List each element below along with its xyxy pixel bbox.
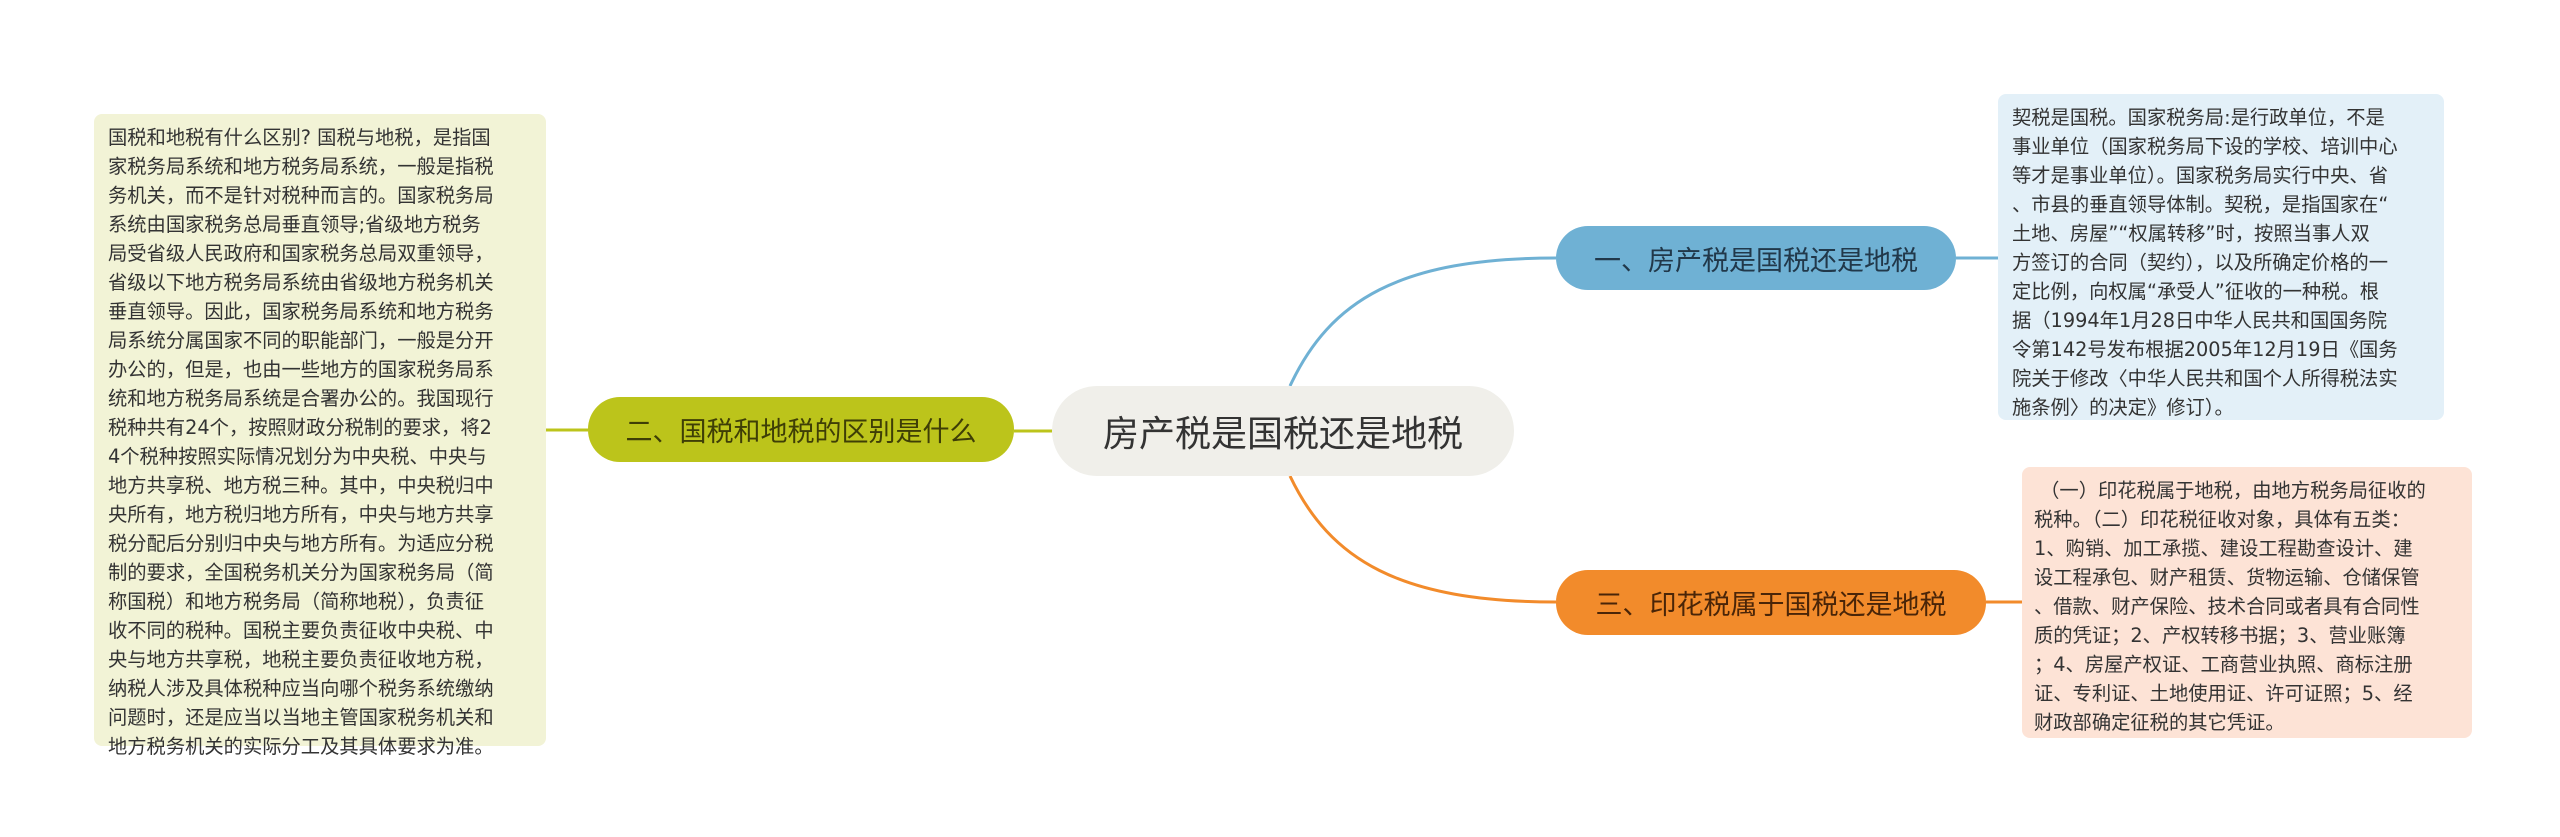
branch-topic-2[interactable]: 二、国税和地税的区别是什么 [588,397,1014,462]
branch-topic-1[interactable]: 一、房产税是国税还是地税 [1556,226,1956,290]
root-topic-label: 房产税是国税还是地税 [1102,414,1463,455]
detail-note-3-text: （一）印花税属于地税，由地方税务局征收的 税种。（二）印花税征收对象，具体有五类… [2034,479,2426,734]
detail-note-3[interactable]: （一）印花税属于地税，由地方税务局征收的 税种。（二）印花税征收对象，具体有五类… [2022,467,2472,738]
link-root-branch-3 [1288,475,1557,604]
detail-note-2-text: 国税和地税有什么区别? 国税与地税，是指国 家税务局系统和地方税务局系统，一般是… [108,126,494,758]
root-topic[interactable]: 房产税是国税还是地税 [1052,386,1514,476]
detail-note-1-text: 契税是国税。国家税务局:是行政单位，不是 事业单位（国家税务局下设的学校、培训中… [2012,106,2398,419]
branch-topic-3[interactable]: 三、印花税属于国税还是地税 [1556,570,1986,635]
detail-note-1[interactable]: 契税是国税。国家税务局:是行政单位，不是 事业单位（国家税务局下设的学校、培训中… [1998,94,2444,420]
branch-topic-2-label: 二、国税和地税的区别是什么 [625,417,977,448]
link-root-branch-1 [1288,256,1557,387]
branch-topic-3-label: 三、印花税属于国税还是地税 [1595,590,1947,621]
detail-note-2[interactable]: 国税和地税有什么区别? 国税与地税，是指国 家税务局系统和地方税务局系统，一般是… [94,114,546,758]
branch-topic-1-label: 一、房产税是国税还是地税 [1594,245,1918,277]
